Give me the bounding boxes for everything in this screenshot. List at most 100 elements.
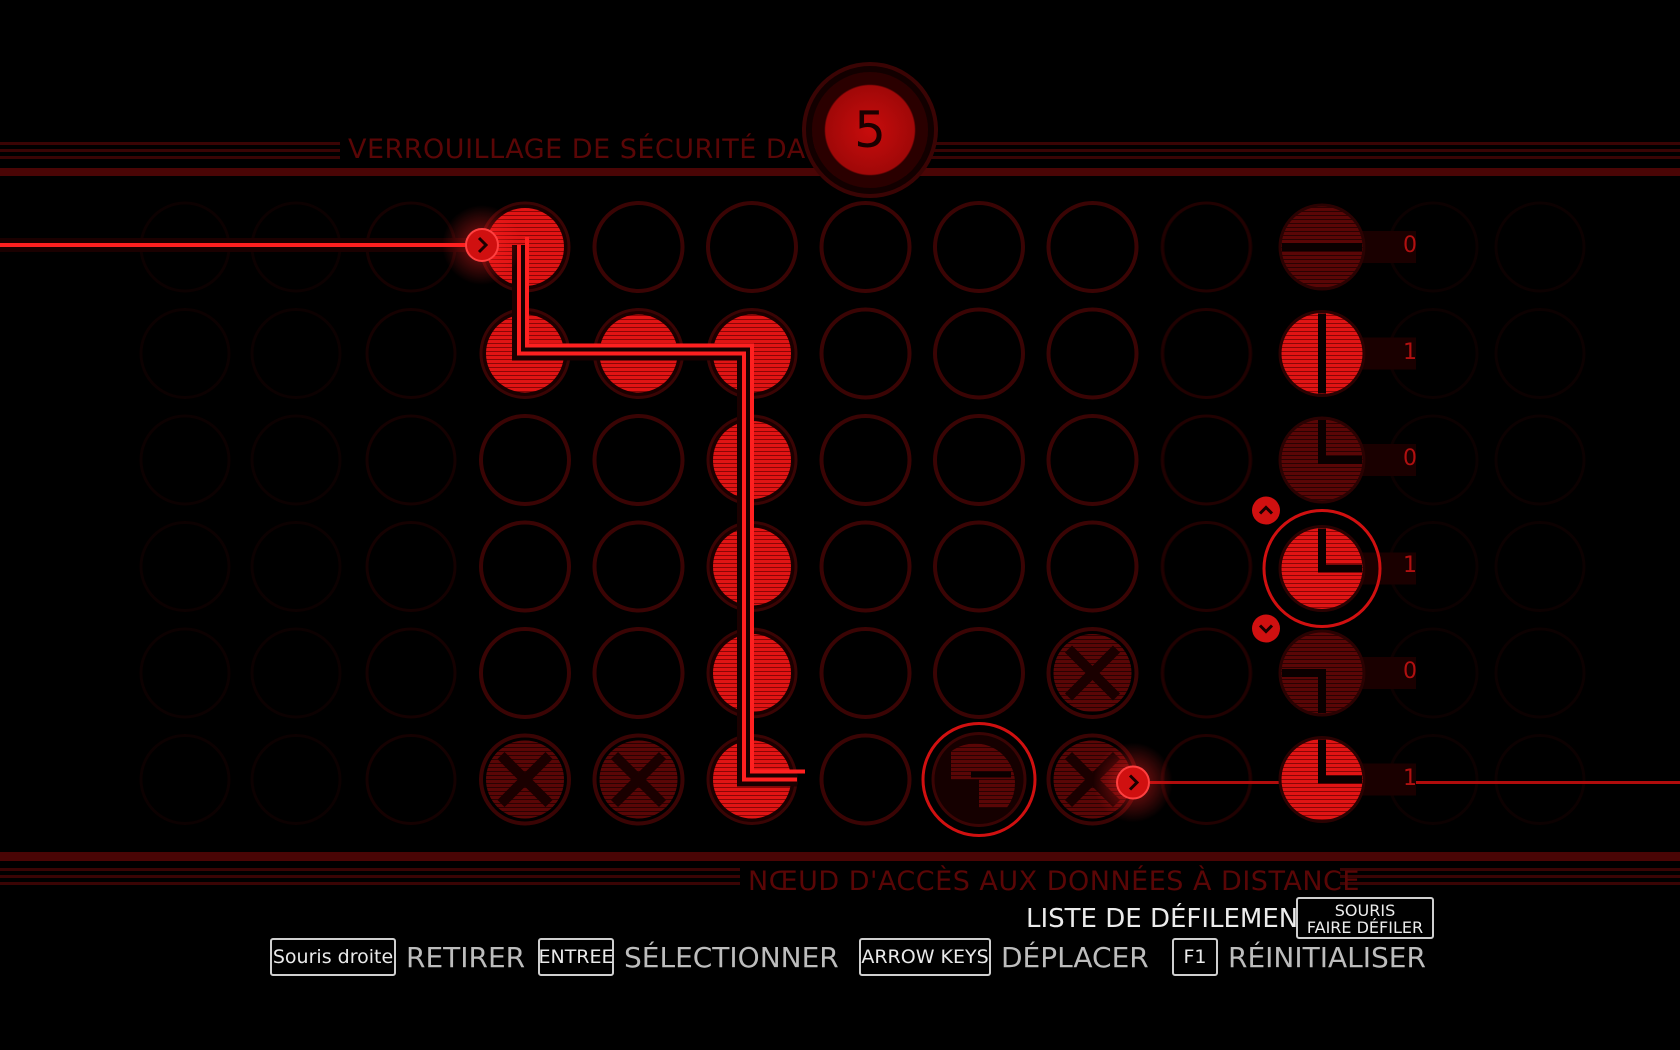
control-move[interactable]: ARROW KEYS DÉPLACER [859, 935, 1149, 979]
vertical-bar-icon [1318, 313, 1326, 394]
key-right-mouse[interactable]: Souris droite [270, 938, 396, 976]
horizontal-bar-icon [1282, 243, 1362, 251]
node-ring [933, 627, 1025, 719]
node-0-1[interactable] [592, 201, 685, 293]
ghost-node [139, 627, 231, 719]
ghost-node [1160, 201, 1252, 293]
node-subtitle: NŒUD D'ACCÈS AUX DONNÉES À DISTANCE [748, 866, 1360, 897]
ghost-node [250, 734, 342, 825]
node-2-1[interactable] [592, 414, 685, 506]
quarter-top-left-icon [1318, 739, 1326, 784]
node-3-3[interactable] [819, 520, 912, 613]
node-3-1[interactable] [592, 520, 685, 613]
signal-path [0, 237, 1680, 787]
blocked-x-icon [497, 751, 553, 808]
node-5-4[interactable] [921, 722, 1037, 837]
control-reset[interactable]: F1 RÉINITIALISER [1172, 935, 1426, 979]
quarter-bottom-right-icon [1318, 669, 1326, 713]
node-0-3[interactable] [819, 201, 912, 293]
legend-node-5 [1278, 736, 1416, 823]
key-enter[interactable]: ENTREE [538, 938, 614, 976]
node-5-1[interactable] [592, 733, 685, 826]
node-4-4[interactable] [933, 627, 1025, 719]
node-4-0[interactable] [479, 627, 571, 719]
node-5-0[interactable] [479, 733, 571, 826]
control-select[interactable]: ENTREE SÉLECTIONNER [538, 935, 839, 979]
ghost-node [250, 627, 342, 719]
legend-value: 0 [1403, 659, 1417, 684]
scroll-key-line2: FAIRE DÉFILER [1306, 918, 1424, 937]
node-ring [592, 520, 685, 613]
node-0-5[interactable] [1046, 201, 1139, 293]
ghost-node [365, 308, 457, 399]
node-ring [1046, 520, 1139, 613]
node-ring [479, 414, 571, 506]
node-ring [592, 414, 685, 506]
node-4-3[interactable] [819, 627, 912, 719]
legend-value: 0 [1403, 446, 1417, 471]
ghost-node [1494, 201, 1586, 293]
node-2-0[interactable] [479, 414, 571, 506]
node-ring [819, 414, 912, 506]
legend-node-3 [1278, 525, 1416, 612]
node-5-3[interactable] [819, 733, 912, 826]
key-f1[interactable]: F1 [1172, 938, 1218, 976]
node-notch [971, 771, 1011, 778]
countdown-timer: 5 [812, 72, 928, 188]
target-legend [1252, 203, 1416, 823]
quarter-bottom-right-icon [1282, 669, 1326, 677]
ghost-node [1494, 521, 1586, 612]
node-4-5[interactable] [1046, 627, 1139, 719]
chevron-stroke [1258, 624, 1274, 634]
node-2-5[interactable] [1046, 414, 1139, 506]
footer-band [0, 852, 1680, 885]
ghost-node [1160, 627, 1252, 719]
node-0-2[interactable] [706, 201, 798, 293]
node-ring [479, 627, 571, 719]
node-1-3[interactable] [819, 307, 912, 400]
ghost-node [139, 521, 231, 612]
ghost-node [139, 308, 231, 399]
key-arrow-keys[interactable]: ARROW KEYS [859, 938, 991, 976]
node-3-0[interactable] [479, 520, 571, 613]
scroll-mouse-key[interactable]: SOURIS FAIRE DÉFILER [1296, 897, 1434, 939]
ghost-node [365, 521, 457, 612]
node-ring [1046, 627, 1139, 719]
action-select: SÉLECTIONNER [624, 940, 839, 974]
node-1-4[interactable] [933, 307, 1025, 400]
signal-path-shadow [0, 238, 797, 787]
node-3-5[interactable] [1046, 520, 1139, 613]
ghost-node [1160, 414, 1252, 506]
legend-value: 1 [1403, 339, 1417, 365]
node-2-4[interactable] [933, 414, 1025, 506]
node-ring [819, 520, 912, 613]
blocked-x-icon [1064, 645, 1121, 701]
ghost-node [139, 414, 231, 506]
node-ring [819, 307, 912, 400]
legend-node-2 [1278, 416, 1416, 504]
node-ring [819, 733, 912, 826]
blocked-x-icon [610, 751, 667, 808]
node-0-4[interactable] [933, 201, 1025, 293]
legend-node-1 [1278, 310, 1416, 397]
node-2-3[interactable] [819, 414, 912, 506]
ghost-node [1494, 734, 1586, 825]
node-ring [1046, 414, 1139, 506]
action-reset: RÉINITIALISER [1228, 940, 1426, 974]
node-4-1[interactable] [592, 627, 685, 719]
countdown-value: 5 [854, 101, 886, 159]
node-grid [479, 201, 1252, 837]
quarter-top-left-icon [1318, 564, 1362, 573]
node-ring [1046, 307, 1139, 400]
quarter-top-left-icon [1318, 775, 1362, 784]
quarter-top-left-icon [1318, 456, 1362, 464]
ghost-node [365, 414, 457, 506]
quarter-top-left-icon [1318, 528, 1326, 573]
node-3-4[interactable] [933, 520, 1025, 613]
node-ring [819, 627, 912, 719]
node-1-5[interactable] [1046, 307, 1139, 400]
control-remove[interactable]: Souris droite RETIRER [270, 935, 525, 979]
node-ring [706, 201, 798, 293]
chevron-right-icon [477, 236, 489, 254]
